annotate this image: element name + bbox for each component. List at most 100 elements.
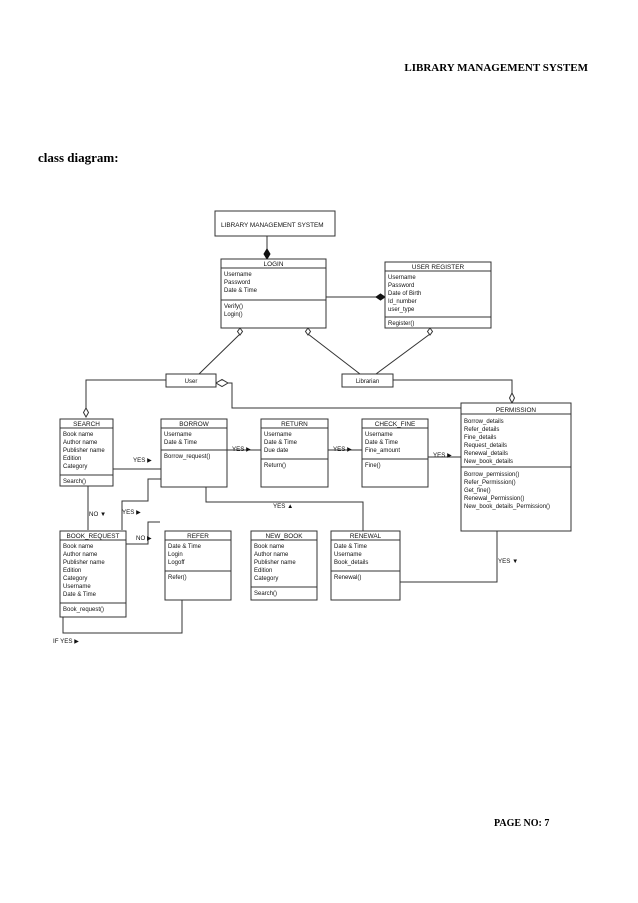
label-yes: YES ▶ xyxy=(232,446,251,453)
class-attribute: Author name xyxy=(63,552,98,558)
box-title: LIBRARY MANAGEMENT SYSTEM xyxy=(221,222,324,229)
page-header: LIBRARY MANAGEMENT SYSTEM xyxy=(404,62,588,74)
class-attribute: Date of Birth xyxy=(388,291,421,297)
section-title: class diagram: xyxy=(38,150,119,165)
login-class: LOGIN Username Password Date & Time Veri… xyxy=(220,258,327,329)
box-title: Librarian xyxy=(356,379,379,385)
class-attribute: Book_details xyxy=(334,560,368,566)
class-attribute: Author name xyxy=(63,440,98,446)
class-method: Fine() xyxy=(365,463,381,469)
label-yes: YES ▶ xyxy=(122,509,141,516)
renewal-class: RENEWAL Date & Time Username Book_detail… xyxy=(330,530,401,601)
diagram-labels: YES ▶ YES ▶ YES ▶ YES ▶ NO ▼ YES ▶ NO ▶ … xyxy=(53,446,518,645)
class-attribute: Fine_details xyxy=(464,435,496,441)
class-title: BOOK_REQUEST xyxy=(67,533,120,540)
class-title: PERMISSION xyxy=(496,407,537,414)
class-attribute: Username xyxy=(164,432,192,438)
book-request-class: BOOK_REQUEST Book name Author name Publi… xyxy=(59,530,127,618)
class-title: REFER xyxy=(187,533,209,540)
class-attribute: Username xyxy=(365,432,393,438)
class-title: CHECK_FINE xyxy=(375,421,415,428)
class-title: NEW_BOOK xyxy=(266,533,304,540)
class-attribute: Password xyxy=(224,280,250,286)
return-class: RETURN Username Date & Time Due date Ret… xyxy=(260,418,329,488)
class-method: New_book_details_Permission() xyxy=(464,504,550,510)
class-method: Login() xyxy=(224,312,243,318)
class-attribute: Username xyxy=(264,432,292,438)
user-box: User xyxy=(165,373,217,388)
class-attribute: Login xyxy=(168,552,183,558)
class-title: LOGIN xyxy=(264,261,284,268)
class-attribute: Refer_details xyxy=(464,427,499,433)
box-title: User xyxy=(185,379,198,385)
class-method: Search() xyxy=(254,591,277,597)
class-attribute: Username xyxy=(388,275,416,281)
class-attribute: Id_number xyxy=(388,299,417,305)
class-attribute: Password xyxy=(388,283,414,289)
class-attribute: Date & Time xyxy=(164,440,198,446)
class-attribute: Date & Time xyxy=(224,288,258,294)
label-yes: YES ▼ xyxy=(498,558,518,565)
borrow-class: BORROW Username Date & Time Borrow_reque… xyxy=(160,418,228,488)
class-attribute: Date & Time xyxy=(264,440,298,446)
class-attribute: Book name xyxy=(63,544,94,550)
aggregation-diamond xyxy=(82,406,90,419)
label-no: NO ▶ xyxy=(136,535,152,542)
class-method: Borrow_permission() xyxy=(464,472,519,478)
class-attribute: Due date xyxy=(264,448,289,454)
class-attribute: Category xyxy=(63,576,87,582)
label-if-yes: IF YES ▶ xyxy=(53,638,79,645)
class-method: Refer() xyxy=(168,575,187,581)
class-attribute: Request_details xyxy=(464,443,507,449)
class-attribute: Logoff xyxy=(168,560,185,566)
label-yes: YES ▶ xyxy=(333,446,352,453)
label-yes: YES ▲ xyxy=(273,503,293,510)
class-title: USER REGISTER xyxy=(412,264,465,271)
class-method: Search() xyxy=(63,479,86,485)
class-attribute: Date & Time xyxy=(168,544,202,550)
new-book-class: NEW_BOOK Book name Author name Publisher… xyxy=(250,530,318,601)
refer-class: REFER Date & Time Login Logoff Refer() xyxy=(164,530,232,601)
class-attribute: Publisher name xyxy=(63,448,105,454)
class-method: Verify() xyxy=(224,304,243,310)
class-attribute: Date & Time xyxy=(365,440,399,446)
label-yes: YES ▶ xyxy=(133,457,152,464)
class-method: Renewal_Permission() xyxy=(464,496,524,502)
class-attribute: Edition xyxy=(254,568,272,574)
class-attribute: Edition xyxy=(63,456,81,462)
class-method: Refer_Permission() xyxy=(464,480,516,486)
class-title: RETURN xyxy=(281,421,308,428)
class-method: Get_fine() xyxy=(464,488,491,494)
composition-diamond xyxy=(263,248,271,260)
page-number: PAGE NO: 7 xyxy=(494,818,550,829)
aggregation-diamond xyxy=(215,378,229,388)
aggregation-diamond xyxy=(236,327,244,336)
class-attribute: Date & Time xyxy=(63,592,97,598)
aggregation-diamond xyxy=(508,391,516,405)
librarian-box: Librarian xyxy=(341,373,394,388)
class-title: BORROW xyxy=(179,421,209,428)
class-method: Register() xyxy=(388,321,414,327)
class-attribute: Borrow_details xyxy=(464,419,504,425)
permission-class: PERMISSION Borrow_details Refer_details … xyxy=(460,402,572,532)
class-attribute: Username xyxy=(63,584,91,590)
class-method: Return() xyxy=(264,463,286,469)
class-attribute: Author name xyxy=(254,552,289,558)
class-attribute: New_book_details xyxy=(464,459,513,465)
label-no: NO ▼ xyxy=(89,511,106,518)
class-attribute: Book name xyxy=(254,544,285,550)
class-attribute: user_type xyxy=(388,307,415,313)
search-class: SEARCH Book name Author name Publisher n… xyxy=(59,418,114,487)
composition-diamond xyxy=(375,293,386,301)
class-attribute: Fine_amount xyxy=(365,448,400,454)
library-management-system-box: LIBRARY MANAGEMENT SYSTEM xyxy=(214,210,336,237)
label-yes: YES ▶ xyxy=(433,452,452,459)
class-attribute: Publisher name xyxy=(254,560,296,566)
check-fine-class: CHECK_FINE Username Date & Time Fine_amo… xyxy=(361,418,429,488)
aggregation-diamond xyxy=(426,327,434,336)
class-title: SEARCH xyxy=(73,421,100,428)
user-register-class: USER REGISTER Username Password Date of … xyxy=(384,261,492,329)
class-attribute: Book name xyxy=(63,432,94,438)
aggregation-diamond xyxy=(304,327,312,336)
